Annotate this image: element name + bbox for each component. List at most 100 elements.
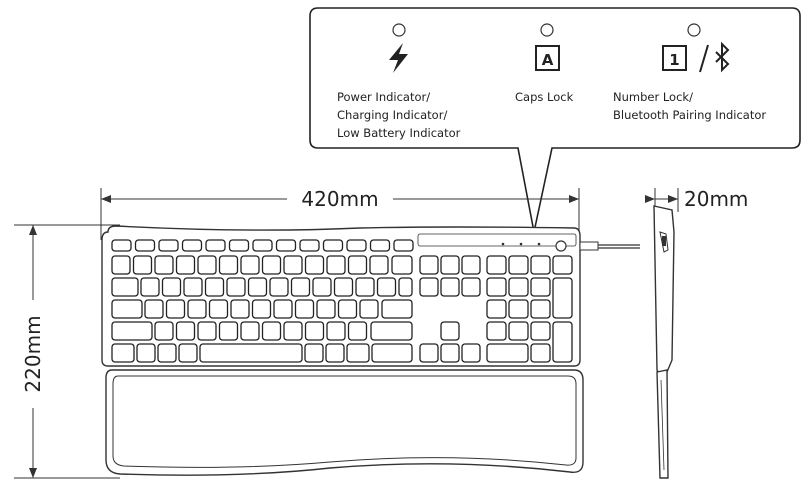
key	[346, 239, 367, 252]
key	[486, 277, 507, 297]
key	[486, 299, 507, 319]
key	[440, 343, 460, 363]
key	[161, 277, 182, 297]
key	[181, 239, 203, 252]
key	[251, 299, 272, 319]
key	[552, 321, 573, 363]
width-dimension: 420mm	[100, 187, 580, 240]
number-lock-glyph: 1	[669, 51, 679, 69]
status-led-dot	[537, 242, 541, 246]
key	[419, 255, 439, 275]
depth-dimension-label: 20mm	[684, 187, 748, 211]
key	[275, 239, 297, 252]
caps-lock-led	[540, 23, 554, 37]
key	[355, 277, 375, 297]
keyboard-side-view	[653, 205, 675, 479]
key	[111, 343, 135, 363]
key	[508, 299, 529, 319]
key	[530, 277, 551, 297]
key	[157, 343, 177, 363]
key	[154, 321, 174, 341]
key	[290, 277, 311, 297]
key	[370, 321, 413, 341]
key	[228, 239, 250, 252]
status-led-dot	[501, 242, 505, 246]
key	[486, 343, 529, 363]
key	[552, 277, 573, 319]
key	[269, 277, 289, 297]
key	[530, 299, 551, 319]
key	[461, 343, 481, 363]
key	[326, 321, 346, 341]
width-dimension-label: 420mm	[301, 187, 378, 211]
key	[136, 343, 156, 363]
key	[316, 299, 336, 319]
key	[419, 343, 439, 363]
key	[346, 343, 370, 363]
key	[508, 255, 529, 275]
key	[359, 299, 379, 319]
key	[204, 277, 225, 297]
key	[304, 255, 325, 275]
key	[337, 299, 358, 319]
key	[530, 255, 551, 275]
key	[208, 299, 229, 319]
key	[299, 239, 320, 252]
key	[134, 239, 156, 252]
key	[132, 255, 153, 275]
key	[530, 321, 551, 341]
key	[398, 277, 413, 297]
key	[158, 239, 179, 252]
key	[111, 299, 143, 319]
number-lock-led	[687, 23, 701, 37]
height-dimension-label: 220mm	[21, 315, 45, 392]
number-lock-label: Number Lock/ Bluetooth Pairing Indicator	[613, 90, 766, 122]
key	[347, 255, 368, 275]
key	[218, 321, 239, 341]
key	[261, 321, 282, 341]
key	[393, 239, 414, 252]
caps-lock-icon: A	[535, 45, 560, 71]
key	[508, 321, 529, 341]
key	[240, 255, 260, 275]
power-led	[392, 23, 406, 37]
key	[197, 321, 217, 341]
key	[183, 277, 203, 297]
usb-cable	[579, 241, 599, 251]
caps-lock-glyph: A	[542, 51, 554, 69]
key	[261, 255, 282, 275]
key	[273, 299, 293, 319]
key	[111, 321, 153, 341]
key	[205, 239, 226, 252]
key	[304, 321, 325, 341]
key	[175, 255, 196, 275]
key	[252, 239, 273, 252]
key	[508, 277, 529, 297]
key	[333, 277, 354, 297]
key	[175, 321, 196, 341]
key	[461, 277, 481, 297]
key	[381, 299, 413, 319]
key	[325, 343, 345, 363]
key	[440, 321, 460, 341]
key	[218, 255, 239, 275]
key	[461, 255, 481, 275]
key	[322, 239, 344, 252]
key	[440, 277, 460, 297]
key	[154, 255, 174, 275]
key	[376, 277, 397, 297]
key	[552, 255, 573, 275]
key	[371, 343, 413, 363]
key	[486, 321, 507, 341]
palm-rest	[105, 369, 584, 476]
key	[440, 255, 460, 275]
key	[111, 239, 132, 252]
key	[304, 343, 324, 363]
key	[230, 299, 250, 319]
key	[111, 277, 139, 297]
key	[326, 255, 346, 275]
key	[144, 299, 164, 319]
key	[178, 343, 198, 363]
key	[347, 321, 368, 341]
power-indicator-label: Power Indicator/ Charging Indicator/ Low…	[337, 90, 461, 140]
